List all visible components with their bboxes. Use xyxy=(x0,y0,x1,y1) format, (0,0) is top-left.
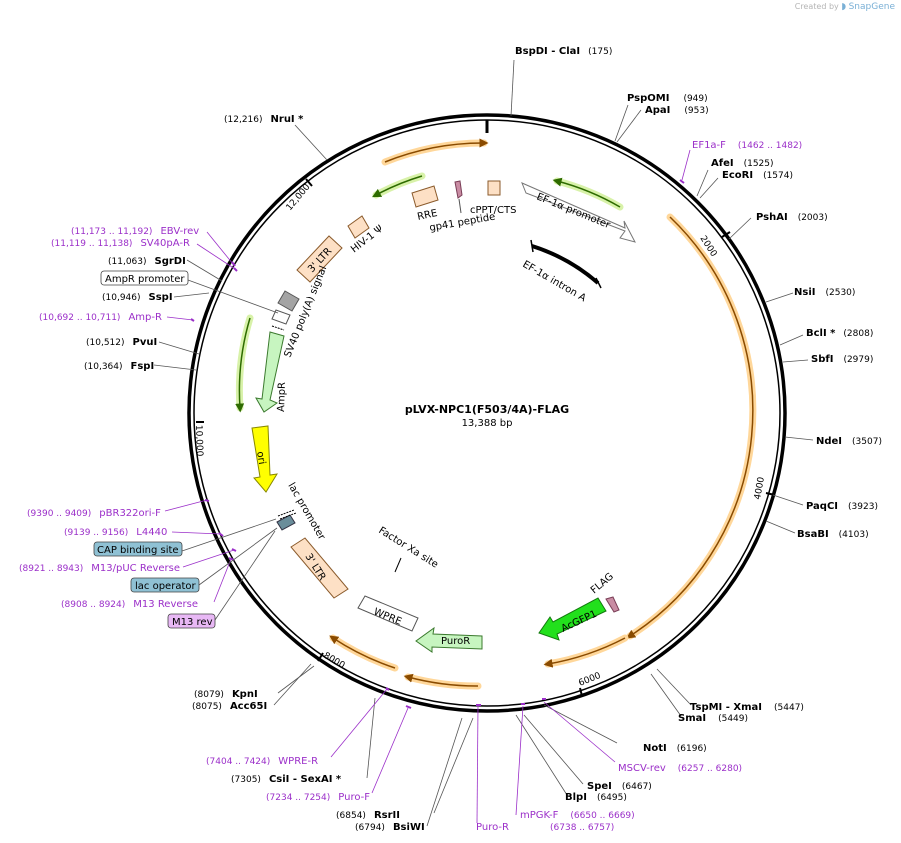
feature-ef1a-promoter[interactable]: EF-1α promoter xyxy=(521,182,636,243)
box-cap-binding-site[interactable]: CAP binding site xyxy=(93,541,183,557)
snapgene-logo-icon: ◗ xyxy=(841,2,847,12)
enzyme-leaders xyxy=(153,59,814,827)
primer-mpgk-f[interactable]: mPGK-F(6650 .. 6669) xyxy=(520,810,635,821)
enzyme-ecori[interactable]: EcoRI(1574) xyxy=(722,170,793,181)
primer-amp-r[interactable]: (10,692 .. 10,711)Amp-R xyxy=(39,312,162,323)
primer-mscv-rev[interactable]: MSCV-rev(6257 .. 6280) xyxy=(618,763,742,774)
enzyme-pvui[interactable]: (10,512)PvuI xyxy=(86,337,157,348)
enzyme-acc65i[interactable]: (8075)Acc65I xyxy=(192,701,267,712)
orf-arrows xyxy=(235,138,757,690)
primer-sv40pa-r[interactable]: (11,119 .. 11,138)SV40pA-R xyxy=(51,238,190,249)
boxed-labels: AmpR promoter CAP binding site lac opera… xyxy=(93,270,216,629)
plasmid-name: pLVX-NPC1(F503/4A)-FLAG xyxy=(405,403,569,416)
box-ampr-promoter[interactable]: AmpR promoter xyxy=(100,270,189,286)
box-label: AmpR promoter xyxy=(105,274,185,285)
enzyme-sspi[interactable]: (10,946)SspI xyxy=(102,292,173,303)
enzyme-bcli[interactable]: BclI *(2808) xyxy=(806,328,873,339)
enzyme-smai[interactable]: SmaI(5449) xyxy=(678,713,748,724)
feature-label: RRE xyxy=(416,208,438,223)
feature-rre[interactable]: RRE xyxy=(411,185,439,223)
feature-hiv1-psi[interactable]: HIV-1 Ψ xyxy=(347,215,386,255)
credit-brand: SnapGene xyxy=(848,2,895,12)
enzyme-csii-sexai[interactable]: (7305)CsiI - SexAI * xyxy=(231,774,342,785)
enzyme-labels: BspDI - ClaI(175) PspOMI(949) ApaI(953) … xyxy=(84,46,882,833)
primer-labels: EF1a-F(1462 .. 1482) MSCV-rev(6257 .. 62… xyxy=(19,140,802,833)
enzyme-noti[interactable]: NotI(6196) xyxy=(643,743,707,754)
enzyme-rsrii[interactable]: (6854)RsrII xyxy=(336,810,400,821)
enzyme-nsii[interactable]: NsiI(2530) xyxy=(794,287,855,298)
boxed-leaders xyxy=(181,279,279,621)
feature-lac-promoter[interactable]: lac promoter xyxy=(276,481,327,543)
feature-ori[interactable]: ori xyxy=(251,425,278,493)
enzyme-ndei[interactable]: NdeI(3507) xyxy=(816,436,882,447)
enzyme-pshai[interactable]: PshAI(2003) xyxy=(756,212,828,223)
box-label: M13 rev xyxy=(172,617,213,628)
feature-acgfp1[interactable]: AcGFP1 xyxy=(538,597,607,641)
bp-ticks: 2000 4000 6000 8000 10,000 12,000 xyxy=(193,178,776,697)
enzyme-bsiwi[interactable]: (6794)BsiWI xyxy=(355,822,425,833)
feature-label: lac promoter xyxy=(285,481,327,543)
primer-puro-r-range: (6738 .. 6757) xyxy=(550,823,614,833)
feature-label: AmpR xyxy=(276,382,288,412)
feature-label: gp41 peptide xyxy=(429,212,497,234)
plasmid-length: 13,388 bp xyxy=(462,418,513,429)
feature-sv40-polya[interactable]: SV40 poly(A) signal xyxy=(277,264,329,359)
feature-ef1a-intron[interactable]: EF-1α intron A xyxy=(521,239,602,304)
primer-pbr322ori-f[interactable]: (9390 .. 9409)pBR322ori-F xyxy=(27,508,161,519)
credit-prefix: Created by xyxy=(794,2,839,11)
feature-cppt-cts[interactable]: cPPT/CTS xyxy=(470,180,516,216)
primer-puro-f[interactable]: (7234 .. 7254)Puro-F xyxy=(266,792,370,803)
enzyme-afei[interactable]: AfeI(1525) xyxy=(711,158,774,169)
enzyme-sgrdi[interactable]: (11,063)SgrDI xyxy=(108,256,186,267)
primer-l4440[interactable]: (9139 .. 9156)L4440 xyxy=(64,527,167,538)
primer-m13-puc-reverse[interactable]: (8921 .. 8943)M13/pUC Reverse xyxy=(19,563,180,574)
box-label: lac operator xyxy=(135,581,196,592)
tick-label: 6000 xyxy=(577,671,602,689)
tick-label: 10,000 xyxy=(193,425,204,457)
enzyme-bspdi-clai[interactable]: BspDI - ClaI(175) xyxy=(515,46,612,57)
box-lac-operator[interactable]: lac operator xyxy=(130,577,200,593)
enzyme-blpi[interactable]: BlpI(6495) xyxy=(565,792,627,803)
enzyme-spei[interactable]: SpeI(6467) xyxy=(587,781,652,792)
enzyme-nrui[interactable]: (12,216)NruI * xyxy=(224,114,304,125)
feature-3ltr-bottom[interactable]: 3' LTR xyxy=(290,537,349,599)
primer-ef1a-f[interactable]: EF1a-F(1462 .. 1482) xyxy=(692,140,802,151)
credit: Created by ◗ SnapGene xyxy=(795,2,895,12)
enzyme-fspi[interactable]: (10,364)FspI xyxy=(84,361,154,372)
enzyme-pspomi[interactable]: PspOMI(949) xyxy=(627,93,708,104)
enzyme-apai[interactable]: ApaI(953) xyxy=(645,105,709,116)
feature-label: FLAG xyxy=(589,571,616,596)
enzyme-paqci[interactable]: PaqCI(3923) xyxy=(806,501,878,512)
primer-m13-reverse[interactable]: (8908 .. 8924)M13 Reverse xyxy=(61,599,198,610)
backbone-outer xyxy=(187,113,787,713)
enzyme-sbfi[interactable]: SbfI(2979) xyxy=(811,354,873,365)
feature-label: Factor Xa site xyxy=(376,525,440,570)
feature-ampr-promoter-box[interactable] xyxy=(271,309,291,331)
box-label: CAP binding site xyxy=(97,545,179,556)
primer-ebv-rev[interactable]: (11,173 .. 11,192)EBV-rev xyxy=(71,226,199,237)
box-m13-rev[interactable]: M13 rev xyxy=(167,613,216,629)
feature-label: ori xyxy=(254,451,267,466)
primer-puro-r[interactable]: Puro-R xyxy=(476,822,509,833)
primer-wpre-r[interactable]: (7404 .. 7424)WPRE-R xyxy=(206,756,318,767)
feature-wpre[interactable]: WPRE xyxy=(357,595,419,632)
enzyme-bsabi[interactable]: BsaBI(4103) xyxy=(797,529,869,540)
feature-ampr[interactable]: AmpR xyxy=(255,331,288,413)
primer-leaders xyxy=(164,149,691,824)
tick-label: 4000 xyxy=(753,476,767,501)
feature-label: cPPT/CTS xyxy=(470,205,516,216)
enzyme-kpni[interactable]: (8079)KpnI xyxy=(194,689,258,700)
feature-puror[interactable]: PuroR xyxy=(415,626,483,653)
feature-factor-xa[interactable]: Factor Xa site xyxy=(376,525,440,573)
enzyme-tspmi-xmai[interactable]: TspMI - XmaI(5447) xyxy=(690,702,804,713)
feature-label: PuroR xyxy=(441,636,470,647)
